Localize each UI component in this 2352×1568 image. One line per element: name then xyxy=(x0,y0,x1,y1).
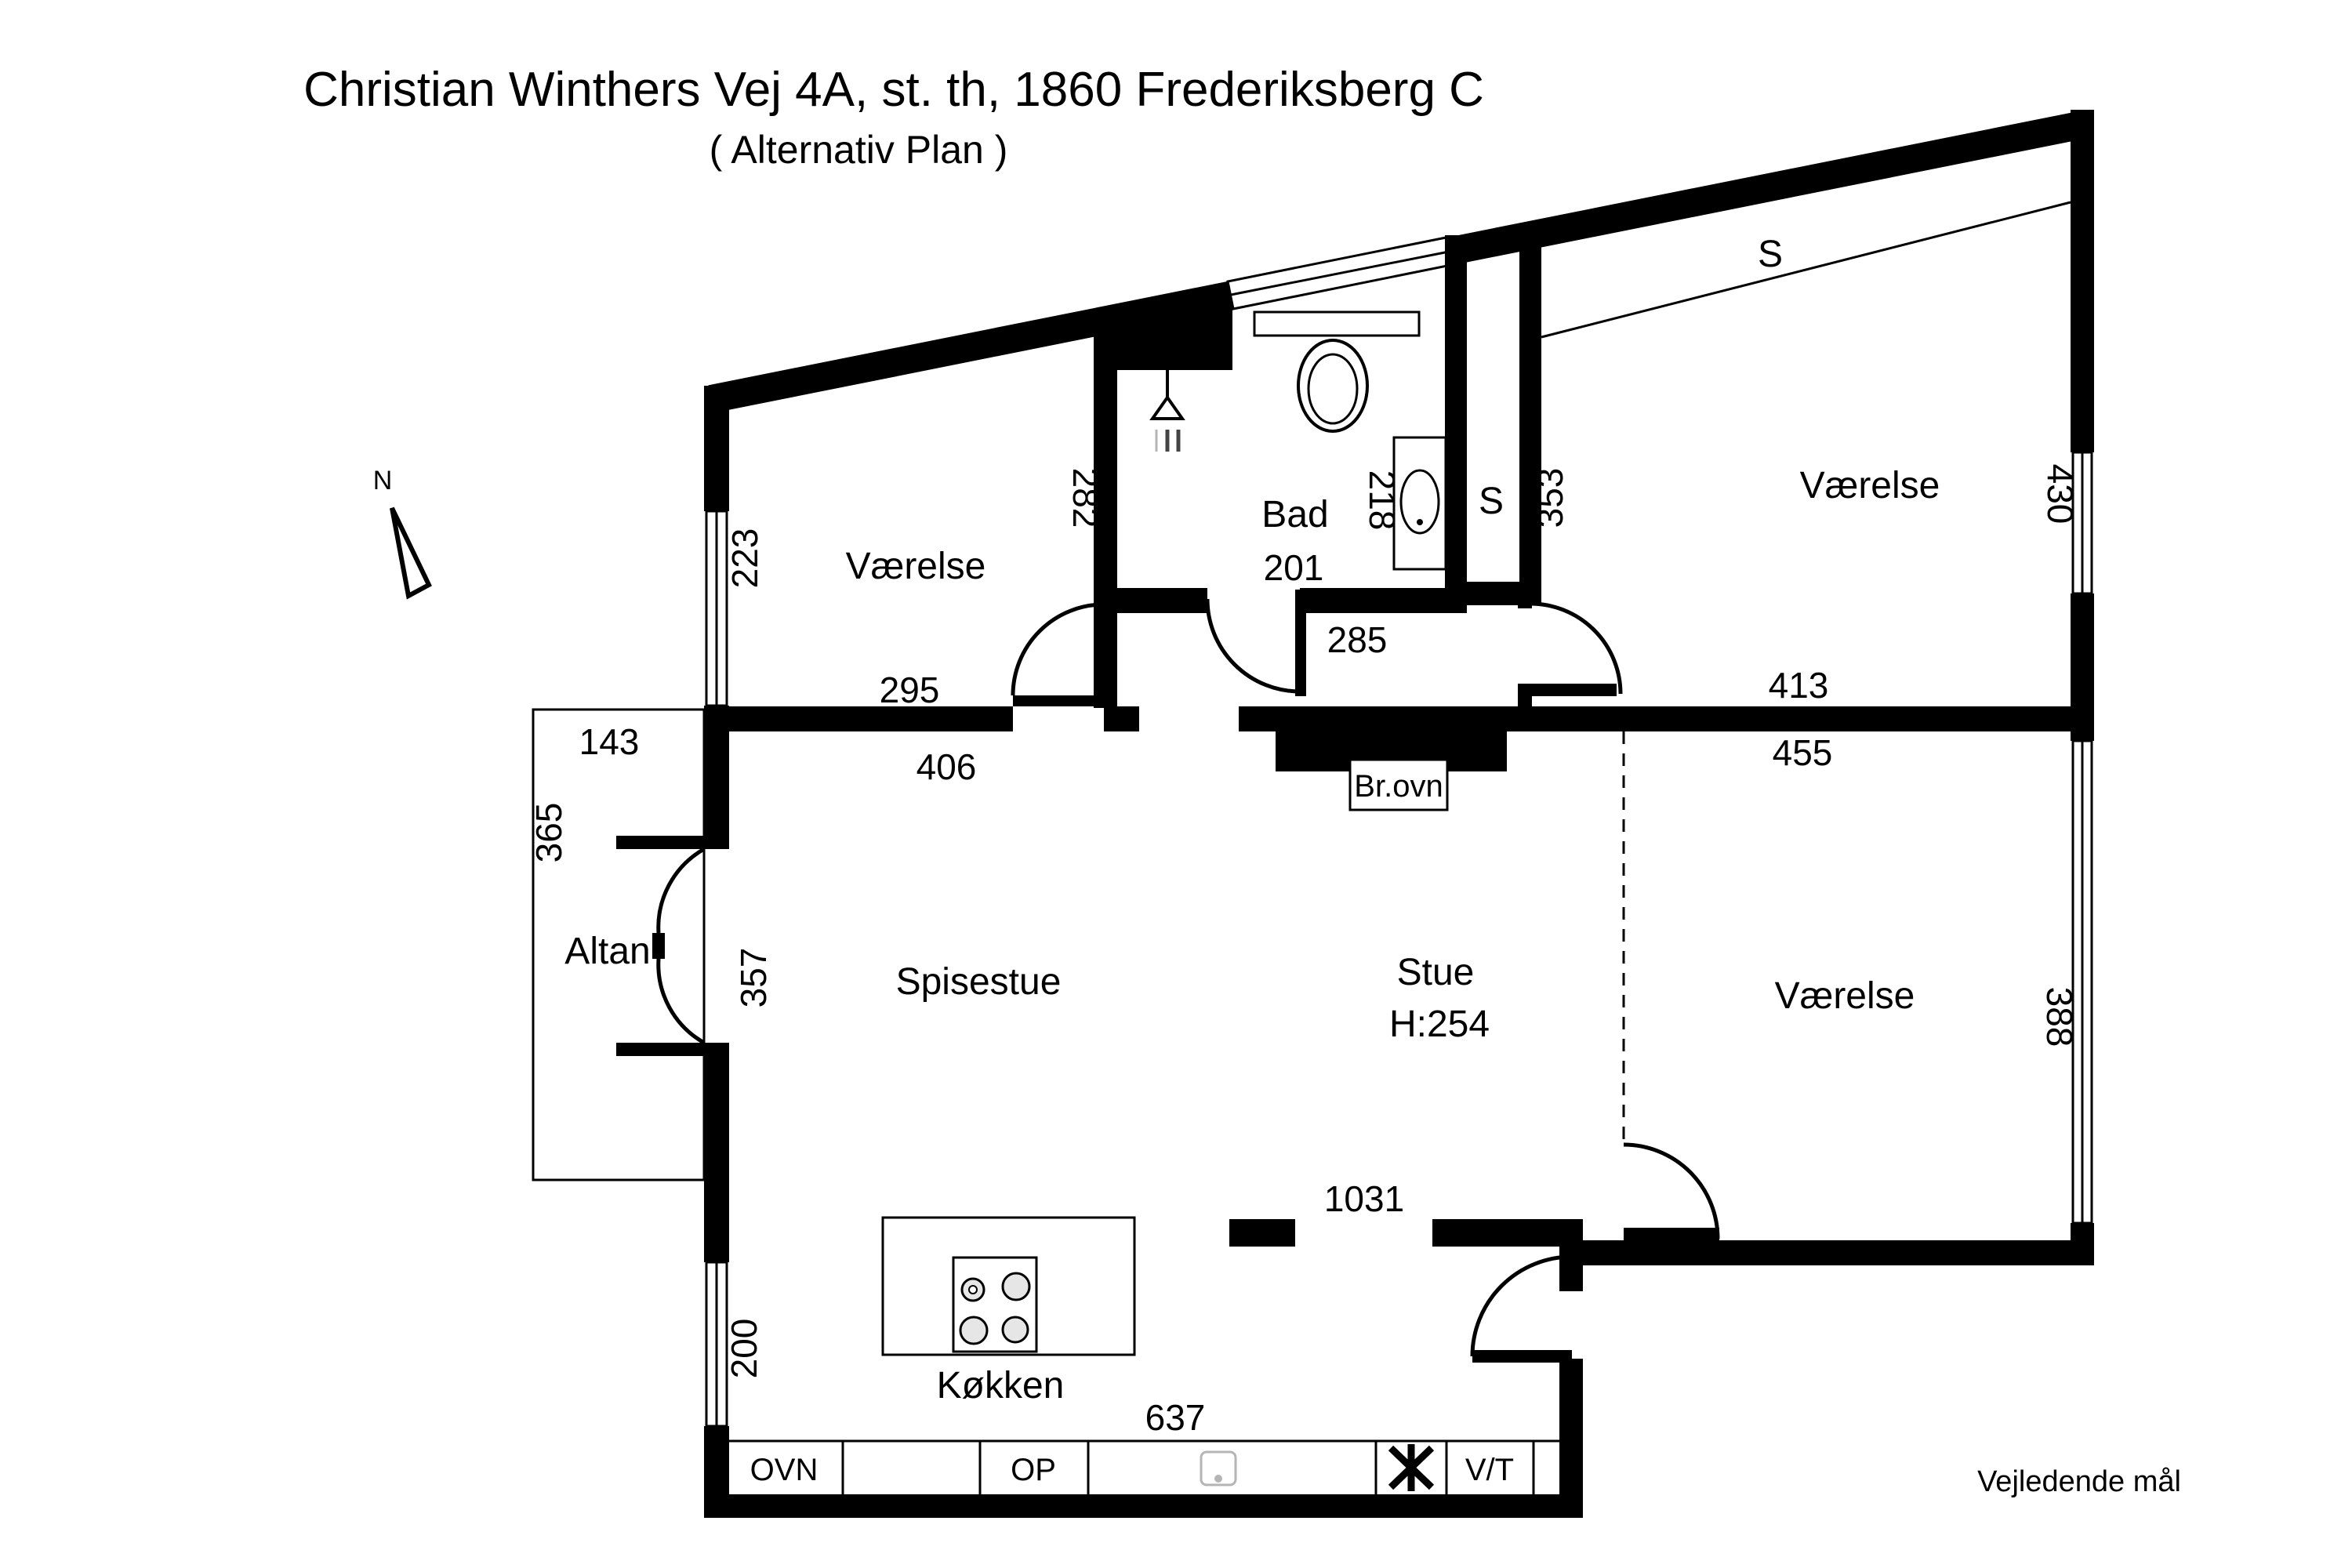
dim-353: 353 xyxy=(1530,468,1570,528)
door-arc-bedroom-top-right xyxy=(1530,601,1623,695)
dim-285: 285 xyxy=(1327,619,1388,660)
dim-218: 218 xyxy=(1362,470,1403,531)
wall-stub-living-right xyxy=(1432,1219,1583,1247)
burner-4-icon xyxy=(1001,1316,1029,1344)
wall-right-1 xyxy=(2071,110,2094,452)
room-dining-label: Spisestue xyxy=(896,961,1062,1003)
wall-bath-closet-divider xyxy=(1445,235,1467,613)
dim-1031: 1031 xyxy=(1324,1178,1404,1219)
wall-right-3 xyxy=(2071,1223,2094,1265)
compass-needle-icon xyxy=(390,506,432,600)
wood-stove-box xyxy=(1348,758,1449,811)
balcony-door-arc-top xyxy=(656,847,706,934)
toilet-bowl-inner xyxy=(1307,353,1359,425)
dim-406: 406 xyxy=(916,746,977,787)
shower-icon xyxy=(1149,394,1185,420)
stove-asterisk-icon xyxy=(1388,1444,1435,1491)
window-diagonal-pane xyxy=(1230,250,1450,296)
dim-201: 201 xyxy=(1264,547,1324,588)
wall-closet-bottom xyxy=(1454,582,1521,605)
compass-n-label: N xyxy=(373,466,393,495)
dim-357: 357 xyxy=(733,948,774,1008)
wall-kitchen-right xyxy=(1559,1359,1583,1518)
burner-1-center xyxy=(968,1285,978,1294)
counter-washer-label: V/T xyxy=(1465,1453,1514,1487)
wall-left-1 xyxy=(704,386,729,511)
wall-stub-living-left xyxy=(1229,1219,1295,1247)
dim-388: 388 xyxy=(2039,987,2080,1047)
door-leaf-kitchen xyxy=(1472,1350,1572,1363)
dim-143: 143 xyxy=(579,721,640,762)
closet-slope-line xyxy=(1541,201,2071,339)
wall-right-section-bottom xyxy=(1559,1240,2093,1265)
wall-bottom xyxy=(704,1494,1583,1518)
balcony-door-arc-bottom xyxy=(656,958,706,1045)
wall-bath-bottom-left xyxy=(1107,588,1207,613)
dim-637: 637 xyxy=(1145,1397,1206,1438)
burner-2-icon xyxy=(1001,1272,1031,1301)
wall-main-3 xyxy=(1239,706,1530,731)
door-arc-living-bedroom xyxy=(1623,1142,1720,1240)
balcony-jamb-top xyxy=(616,836,729,849)
dim-365: 365 xyxy=(528,803,569,863)
wall-main-2 xyxy=(1104,706,1139,731)
dim-455: 455 xyxy=(1773,732,1833,773)
door-leaf-bath xyxy=(1295,590,1306,696)
bath-sink-basin xyxy=(1399,469,1440,535)
room-balcony-label: Altan xyxy=(564,931,650,972)
door-arc-bedroom-left xyxy=(1011,602,1105,696)
room-living-label: Stue xyxy=(1397,952,1475,993)
wall-bedroom2-divider xyxy=(1519,223,1541,605)
closet-bedroom-label: S xyxy=(1758,234,1783,275)
counter-sink-icon xyxy=(1200,1450,1237,1486)
door-leaf-living-bedroom xyxy=(1624,1228,1719,1240)
counter-dishwasher-label: OP xyxy=(1011,1453,1056,1487)
page-subtitle: ( Alternativ Plan ) xyxy=(710,128,1008,172)
room-bath-label: Bad xyxy=(1261,494,1328,535)
wall-left-3 xyxy=(704,1043,729,1262)
balcony-jamb-bottom xyxy=(616,1043,729,1056)
room-bedroom-right-label: Værelse xyxy=(1775,975,1915,1017)
dim-282: 282 xyxy=(1065,468,1106,528)
balcony-outline xyxy=(532,708,706,1181)
counter-oven-label: OVN xyxy=(750,1453,818,1487)
dim-295: 295 xyxy=(880,670,940,710)
wood-stove-label: Br.ovn xyxy=(1354,769,1443,804)
door-arc-kitchen xyxy=(1470,1254,1573,1357)
room-bedroom-top-right-label: Værelse xyxy=(1800,465,1940,506)
door-leaf-bedroom-top-right xyxy=(1518,684,1617,696)
wall-main-4 xyxy=(1530,706,2071,731)
toilet-cistern xyxy=(1253,310,1421,337)
page-title: Christian Winthers Vej 4A, st. th, 1860 … xyxy=(303,63,1484,117)
wall-main-1 xyxy=(704,706,1013,731)
dim-413: 413 xyxy=(1769,665,1829,706)
footer-note: Vejledende mål xyxy=(1977,1465,2181,1498)
dim-223: 223 xyxy=(724,528,765,589)
room-bedroom-left-label: Værelse xyxy=(846,546,986,587)
counter-sink-drain xyxy=(1214,1475,1222,1483)
wall-bedroom-left-right xyxy=(1094,318,1117,708)
bath-sink-drain xyxy=(1417,519,1423,525)
door-arc-bath xyxy=(1205,598,1301,694)
wall-bath-bottom-right xyxy=(1300,588,1454,613)
dim-200: 200 xyxy=(724,1319,764,1379)
wall-bath-wedge xyxy=(1107,307,1232,370)
balcony-door-meeting xyxy=(652,933,665,959)
door-jamb-bedroom-top-right xyxy=(1518,696,1532,707)
door-leaf-bedroom-left xyxy=(1013,695,1104,706)
dim-430: 430 xyxy=(2040,464,2081,524)
room-living-height-label: H:254 xyxy=(1389,1004,1490,1045)
burner-3-icon xyxy=(959,1316,989,1345)
wall-right-2 xyxy=(2071,593,2094,741)
room-kitchen-label: Køkken xyxy=(937,1365,1065,1406)
closet-bath-label: S xyxy=(1479,481,1504,522)
